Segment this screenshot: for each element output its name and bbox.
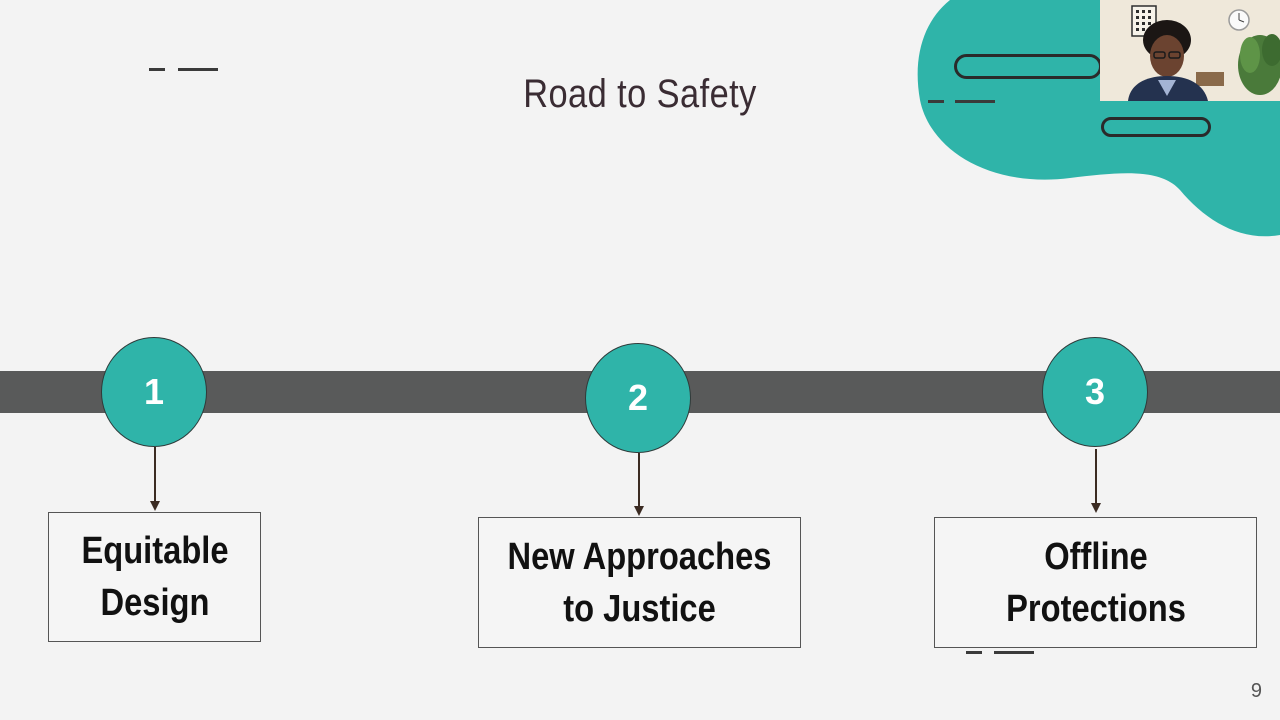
decorative-dash <box>966 651 982 654</box>
step-1-connector <box>154 447 156 503</box>
decorative-dash <box>178 68 218 71</box>
decorative-pill <box>954 54 1102 79</box>
slide-title: Road to Safety <box>523 72 757 116</box>
presenter-video-icon <box>1100 0 1280 101</box>
decorative-dash <box>928 100 944 103</box>
decorative-dash <box>994 651 1034 654</box>
arrow-down-icon <box>149 501 160 511</box>
step-2-box: New Approaches to Justice <box>478 517 801 648</box>
step-label: Equitable Design <box>80 530 229 624</box>
decorative-dash <box>149 68 165 71</box>
decorative-dash <box>955 100 995 103</box>
presenter-video <box>1100 0 1280 101</box>
step-3-connector <box>1095 449 1097 505</box>
step-1-box: Equitable Design <box>48 512 261 642</box>
step-number: 1 <box>143 371 165 412</box>
step-3-circle: 3 <box>1042 337 1148 447</box>
arrow-down-icon <box>633 506 644 516</box>
step-label: New Approaches to Justice <box>507 535 772 630</box>
page-number: 9 <box>1250 680 1262 702</box>
step-2-connector <box>638 453 640 507</box>
step-number: 3 <box>1084 371 1106 412</box>
step-1-circle: 1 <box>101 337 207 447</box>
arrow-down-icon <box>1090 503 1101 513</box>
step-3-box: Offline Protections <box>934 517 1257 648</box>
step-number: 2 <box>627 377 649 418</box>
decorative-pill <box>1101 117 1211 137</box>
step-label: Offline Protections <box>1005 535 1186 630</box>
step-2-circle: 2 <box>585 343 691 453</box>
